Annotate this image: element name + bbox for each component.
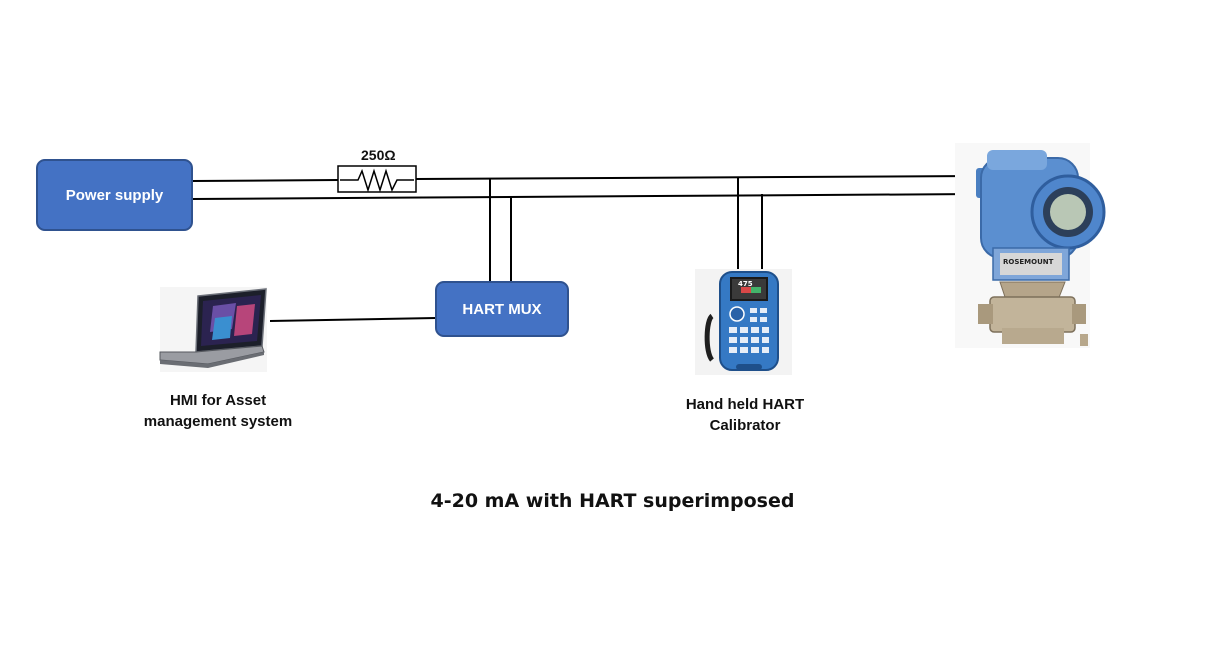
loop-wire-top-right: [415, 175, 979, 180]
hart-calibrator-icon: 475: [695, 269, 792, 375]
svg-text:475: 475: [738, 280, 753, 288]
diagram-title: 4-20 mA with HART superimposed: [430, 490, 795, 512]
hmi-link-wire: [269, 317, 437, 322]
calibrator-caption: Hand held HART Calibrator: [645, 394, 845, 436]
power-supply-box: Power supply: [36, 159, 193, 231]
loop-wire-top-left: [191, 179, 339, 182]
hart-mux-box: HART MUX: [435, 281, 569, 337]
hmi-caption-line2: management system: [143, 413, 293, 430]
pressure-transmitter-icon: ROSEMOUNT: [955, 143, 1106, 348]
svg-text:ROSEMOUNT: ROSEMOUNT: [1003, 258, 1054, 266]
calibrator-caption-line2: Calibrator: [709, 417, 781, 434]
hmi-caption-line1: HMI for Asset: [169, 392, 267, 409]
laptop-icon: [159, 287, 267, 372]
hart-mux-label: HART MUX: [462, 300, 542, 318]
calibrator-caption-line1: Hand held HART: [685, 396, 805, 413]
power-supply-label: Power supply: [65, 186, 164, 204]
hmi-caption: HMI for Asset management system: [118, 390, 318, 432]
resistor-label: 250Ω: [361, 147, 396, 163]
loop-wire-bottom: [191, 193, 979, 200]
resistor-250-ohm: [337, 165, 417, 193]
